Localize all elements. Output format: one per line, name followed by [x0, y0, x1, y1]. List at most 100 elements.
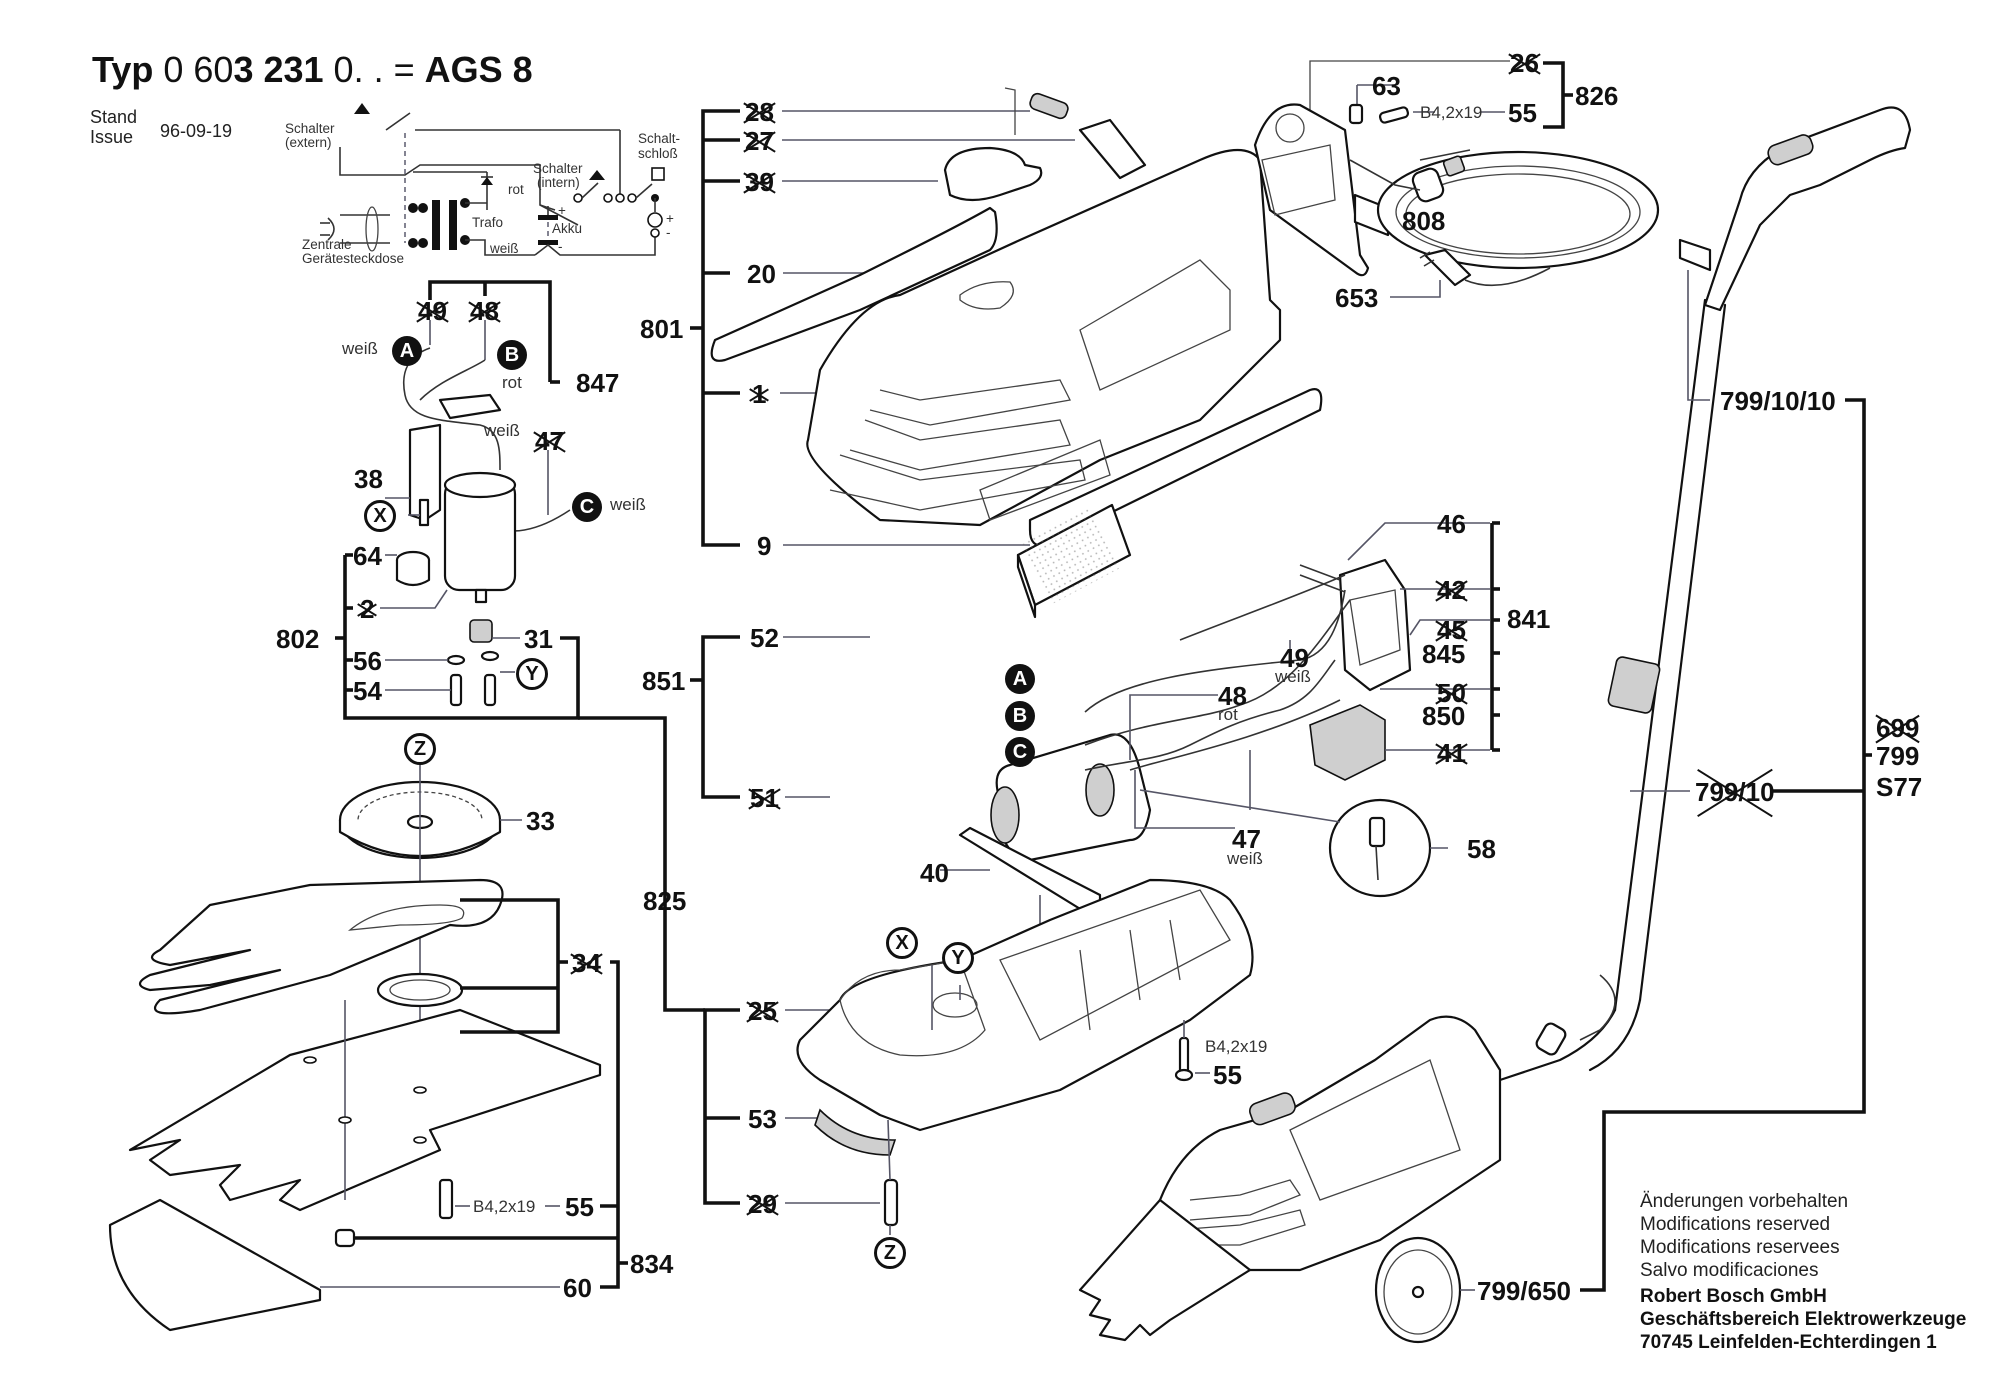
part-653: 653: [1335, 283, 1379, 313]
callout-b-motor: B: [497, 340, 527, 370]
schematic-socket-sub: Gerätesteckdose: [302, 251, 405, 266]
schematic-socket: Zentrale: [302, 237, 352, 252]
title-number-bold: 3 231: [233, 49, 324, 90]
part-47-struck: 47: [535, 426, 564, 456]
schematic-lamp-minus: -: [666, 225, 671, 240]
schematic-switch-external: Schalter: [285, 121, 335, 136]
footer-line-fr: Modifications reservees: [1640, 1237, 1840, 1258]
group-826-label: 826: [1575, 81, 1619, 111]
part-28-struck: 28: [745, 97, 774, 127]
title-suffix: 0. . =: [333, 49, 415, 90]
schematic-lamp-plus: +: [666, 211, 674, 226]
part-53: 53: [748, 1104, 777, 1134]
part-41-struck: 41: [1437, 738, 1466, 768]
part-42-struck: 42: [1437, 575, 1466, 605]
callout-z-gear: Z: [404, 733, 436, 765]
part-1-struck: 1: [752, 379, 767, 409]
issue-label: Issue: [90, 127, 134, 147]
callout-z-base: Z: [874, 1237, 906, 1269]
callout-x-base: X: [886, 927, 918, 959]
footer-line-es: Salvo modificaciones: [1640, 1260, 1819, 1281]
document-title: Typ 0 603 231 0. . = AGS 8: [92, 52, 533, 88]
schematic-battery-plus: +: [558, 203, 566, 218]
wiring-schematic: [320, 103, 665, 256]
title-number-plain: 0 60: [163, 49, 234, 90]
part-25-struck: 25: [748, 996, 777, 1026]
group-799-sub-label: S77: [1876, 772, 1923, 802]
part-51-struck: 51: [750, 783, 779, 813]
group-802-label: 802: [276, 624, 320, 654]
part-799-650: 799/650: [1477, 1276, 1571, 1306]
callout-a-electronics: A: [1005, 664, 1035, 694]
part-50-struck: 50: [1437, 678, 1466, 708]
part-45-struck: 45: [1437, 615, 1466, 645]
part-60: 60: [563, 1273, 592, 1303]
group-799-old-label: 699: [1876, 713, 1920, 743]
schematic-transformer: Trafo: [472, 215, 504, 230]
wire-label-white-mid: weiß: [484, 421, 520, 440]
wire-label-c-white: weiß: [610, 495, 646, 514]
callout-b-electronics: B: [1005, 701, 1035, 731]
housing-upper: [690, 87, 1323, 547]
housing-base: [703, 826, 1254, 1235]
electronics: [690, 503, 1500, 898]
part-39-struck: 39: [745, 167, 774, 197]
callout-y-base: Y: [942, 942, 974, 974]
wire-label-48-red: rot: [1218, 705, 1238, 724]
schematic-wire-red: rot: [508, 182, 524, 197]
part-47: 47: [1232, 824, 1261, 854]
part-845: 845: [1422, 639, 1466, 669]
part-48-struck: 48: [470, 296, 499, 326]
schematic-battery: Akku: [552, 221, 583, 236]
footer-line-en: Modifications reserved: [1640, 1214, 1831, 1235]
group-847-label: 847: [576, 368, 620, 398]
part-38: 38: [354, 464, 383, 494]
gear-and-blades: [108, 716, 705, 1332]
part-56: 56: [353, 646, 382, 676]
group-801-label: 801: [640, 314, 684, 344]
part-799-10-10: 799/10/10: [1720, 386, 1836, 416]
group-834-label: 834: [630, 1249, 674, 1279]
part-33: 33: [526, 806, 555, 836]
motor-assembly: [335, 280, 580, 720]
wire-label-a-white: weiß: [342, 339, 378, 358]
schematic-key-switch-sub: schloß: [638, 146, 678, 161]
callout-a-motor: A: [392, 336, 422, 366]
wire-label-49-white: weiß: [1275, 667, 1311, 686]
footer-division: Geschäftsbereich Elektrowerkzeuge: [1640, 1309, 1967, 1330]
part-55-blade: 55: [565, 1192, 594, 1222]
part-34-struck: 34: [572, 948, 601, 978]
part-808: 808: [1402, 206, 1446, 236]
part-850: 850: [1422, 701, 1466, 731]
part-63: 63: [1372, 71, 1401, 101]
footer-company: Robert Bosch GmbH: [1640, 1286, 1827, 1307]
end-cap-and-cord: [1253, 60, 1660, 298]
group-799-label: 799: [1876, 741, 1920, 771]
issue-date: 96-09-19: [160, 121, 233, 141]
part-9: 9: [757, 531, 772, 561]
part-20: 20: [747, 259, 776, 289]
group-825-label: 825: [643, 886, 687, 916]
part-52: 52: [750, 623, 779, 653]
schematic-switch-external-sub: (extern): [285, 135, 332, 150]
wire-label-47-white: weiß: [1227, 849, 1263, 868]
part-26-struck: 26: [1510, 48, 1539, 78]
footer-address: 70745 Leinfelden-Echterdingen 1: [1640, 1332, 1937, 1353]
part-2-struck: 2: [360, 594, 375, 624]
part-49-struck: 49: [418, 296, 447, 326]
schematic-switch-internal-sub: (intern): [537, 175, 580, 190]
part-58: 58: [1467, 834, 1496, 864]
schematic-battery-minus: -: [558, 239, 563, 254]
part-48: 48: [1218, 681, 1247, 711]
assembled-tool: [1078, 106, 1912, 1344]
part-799-10-struck: 799/10: [1695, 777, 1775, 807]
callout-c-electronics: C: [1005, 737, 1035, 767]
callout-x-motor: X: [364, 500, 396, 532]
part-55-base: 55: [1213, 1060, 1242, 1090]
callout-y-motor: Y: [516, 658, 548, 690]
part-64: 64: [353, 541, 382, 571]
group-841-label: 841: [1507, 604, 1551, 634]
part-54: 54: [353, 676, 382, 706]
footer-notice: Änderungen vorbehalten Modifications res…: [1640, 1190, 1966, 1354]
